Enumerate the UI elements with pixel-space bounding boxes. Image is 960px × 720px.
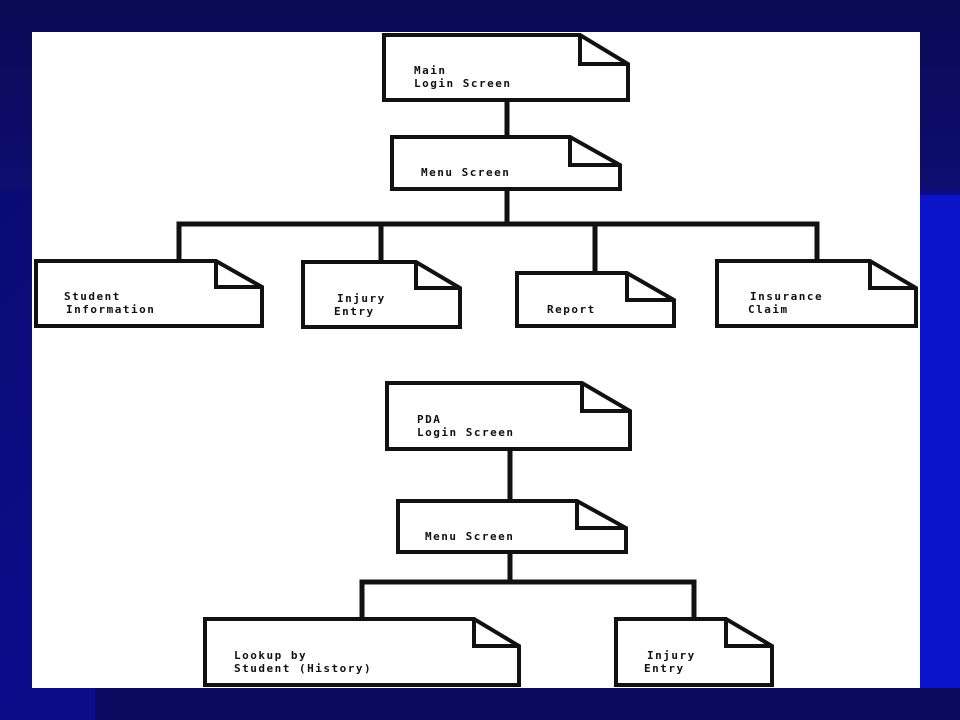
- node-injury-entry-line1: Injury: [337, 292, 386, 305]
- slide-background-right: [920, 195, 960, 720]
- doc-box-main-login: [382, 33, 630, 102]
- doc-box-pda-menu: [396, 499, 628, 554]
- doc-outline-injury-entry-fold: [414, 262, 460, 290]
- doc-box-report: [515, 271, 676, 328]
- doc-outline-main-menu-fold: [568, 137, 620, 167]
- node-main-login-line1: Main: [414, 64, 447, 77]
- doc-box-main-menu: [390, 135, 622, 191]
- doc-outline-student-information-fold: [214, 261, 262, 289]
- doc-outline-pda-login-fold: [580, 383, 630, 413]
- doc-outline-insurance-claim-fold: [868, 261, 916, 290]
- node-insurance-claim-line2: Claim: [748, 303, 789, 316]
- node-pda-injury-entry-line1: Injury: [647, 649, 696, 662]
- doc-box-pda-injury-entry: [614, 617, 774, 687]
- node-pda-injury-entry-line2: Entry: [644, 662, 685, 675]
- node-student-information-line1: Student: [64, 290, 121, 303]
- doc-box-student-information: [34, 259, 264, 328]
- node-report: Report: [547, 303, 596, 316]
- node-lookup-history-line1: Lookup by: [234, 649, 308, 662]
- doc-box-pda-login: [385, 381, 632, 451]
- doc-box-insurance-claim: [715, 259, 918, 328]
- doc-box-injury-entry: [301, 260, 462, 329]
- doc-box-lookup-history: [203, 617, 521, 687]
- node-student-information-line2: Information: [66, 303, 156, 316]
- doc-outline-pda-injury-entry-fold: [724, 619, 772, 648]
- node-main-menu: Menu Screen: [421, 166, 511, 179]
- node-pda-menu: Menu Screen: [425, 530, 515, 543]
- node-lookup-history-line2: Student (History): [234, 662, 373, 675]
- node-injury-entry-line2: Entry: [334, 305, 375, 318]
- doc-outline-lookup-history-fold: [472, 619, 519, 648]
- node-insurance-claim-line1: Insurance: [750, 290, 824, 303]
- doc-outline-pda-menu-fold: [575, 501, 626, 530]
- diagram-canvas: Main Login Screen Menu Screen Student In…: [32, 32, 920, 688]
- diagram-svg: [34, 33, 918, 687]
- slide-background-bottom: [95, 688, 960, 720]
- node-pda-login-line2: Login Screen: [417, 426, 515, 439]
- doc-outline-report-fold: [625, 273, 674, 302]
- doc-outline-main-login-fold: [578, 35, 628, 66]
- node-main-login-line2: Login Screen: [414, 77, 512, 90]
- node-pda-login-line1: PDA: [417, 413, 442, 426]
